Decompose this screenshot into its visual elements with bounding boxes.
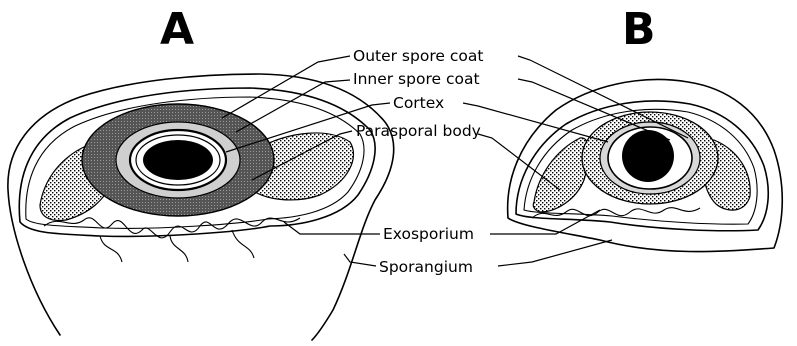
parasporal-body-left-b: [533, 138, 589, 212]
leader-outer-coat-a: [222, 56, 350, 118]
leader-sporangium-a: [344, 254, 376, 266]
label-cortex: Cortex: [393, 94, 444, 112]
label-inner-spore-coat: Inner spore coat: [353, 70, 480, 88]
panel-a: [8, 74, 394, 340]
panel-label-a: A: [160, 4, 194, 55]
label-outer-spore-coat: Outer spore coat: [353, 47, 483, 65]
label-exosporium: Exosporium: [383, 225, 474, 243]
panel-label-b: B: [622, 4, 656, 55]
panel-b: [508, 80, 783, 252]
leader-sporangium-b: [498, 240, 612, 266]
label-sporangium: Sporangium: [379, 258, 473, 276]
label-parasporal-body: Parasporal body: [356, 122, 481, 140]
spore-core-a: [143, 140, 213, 180]
